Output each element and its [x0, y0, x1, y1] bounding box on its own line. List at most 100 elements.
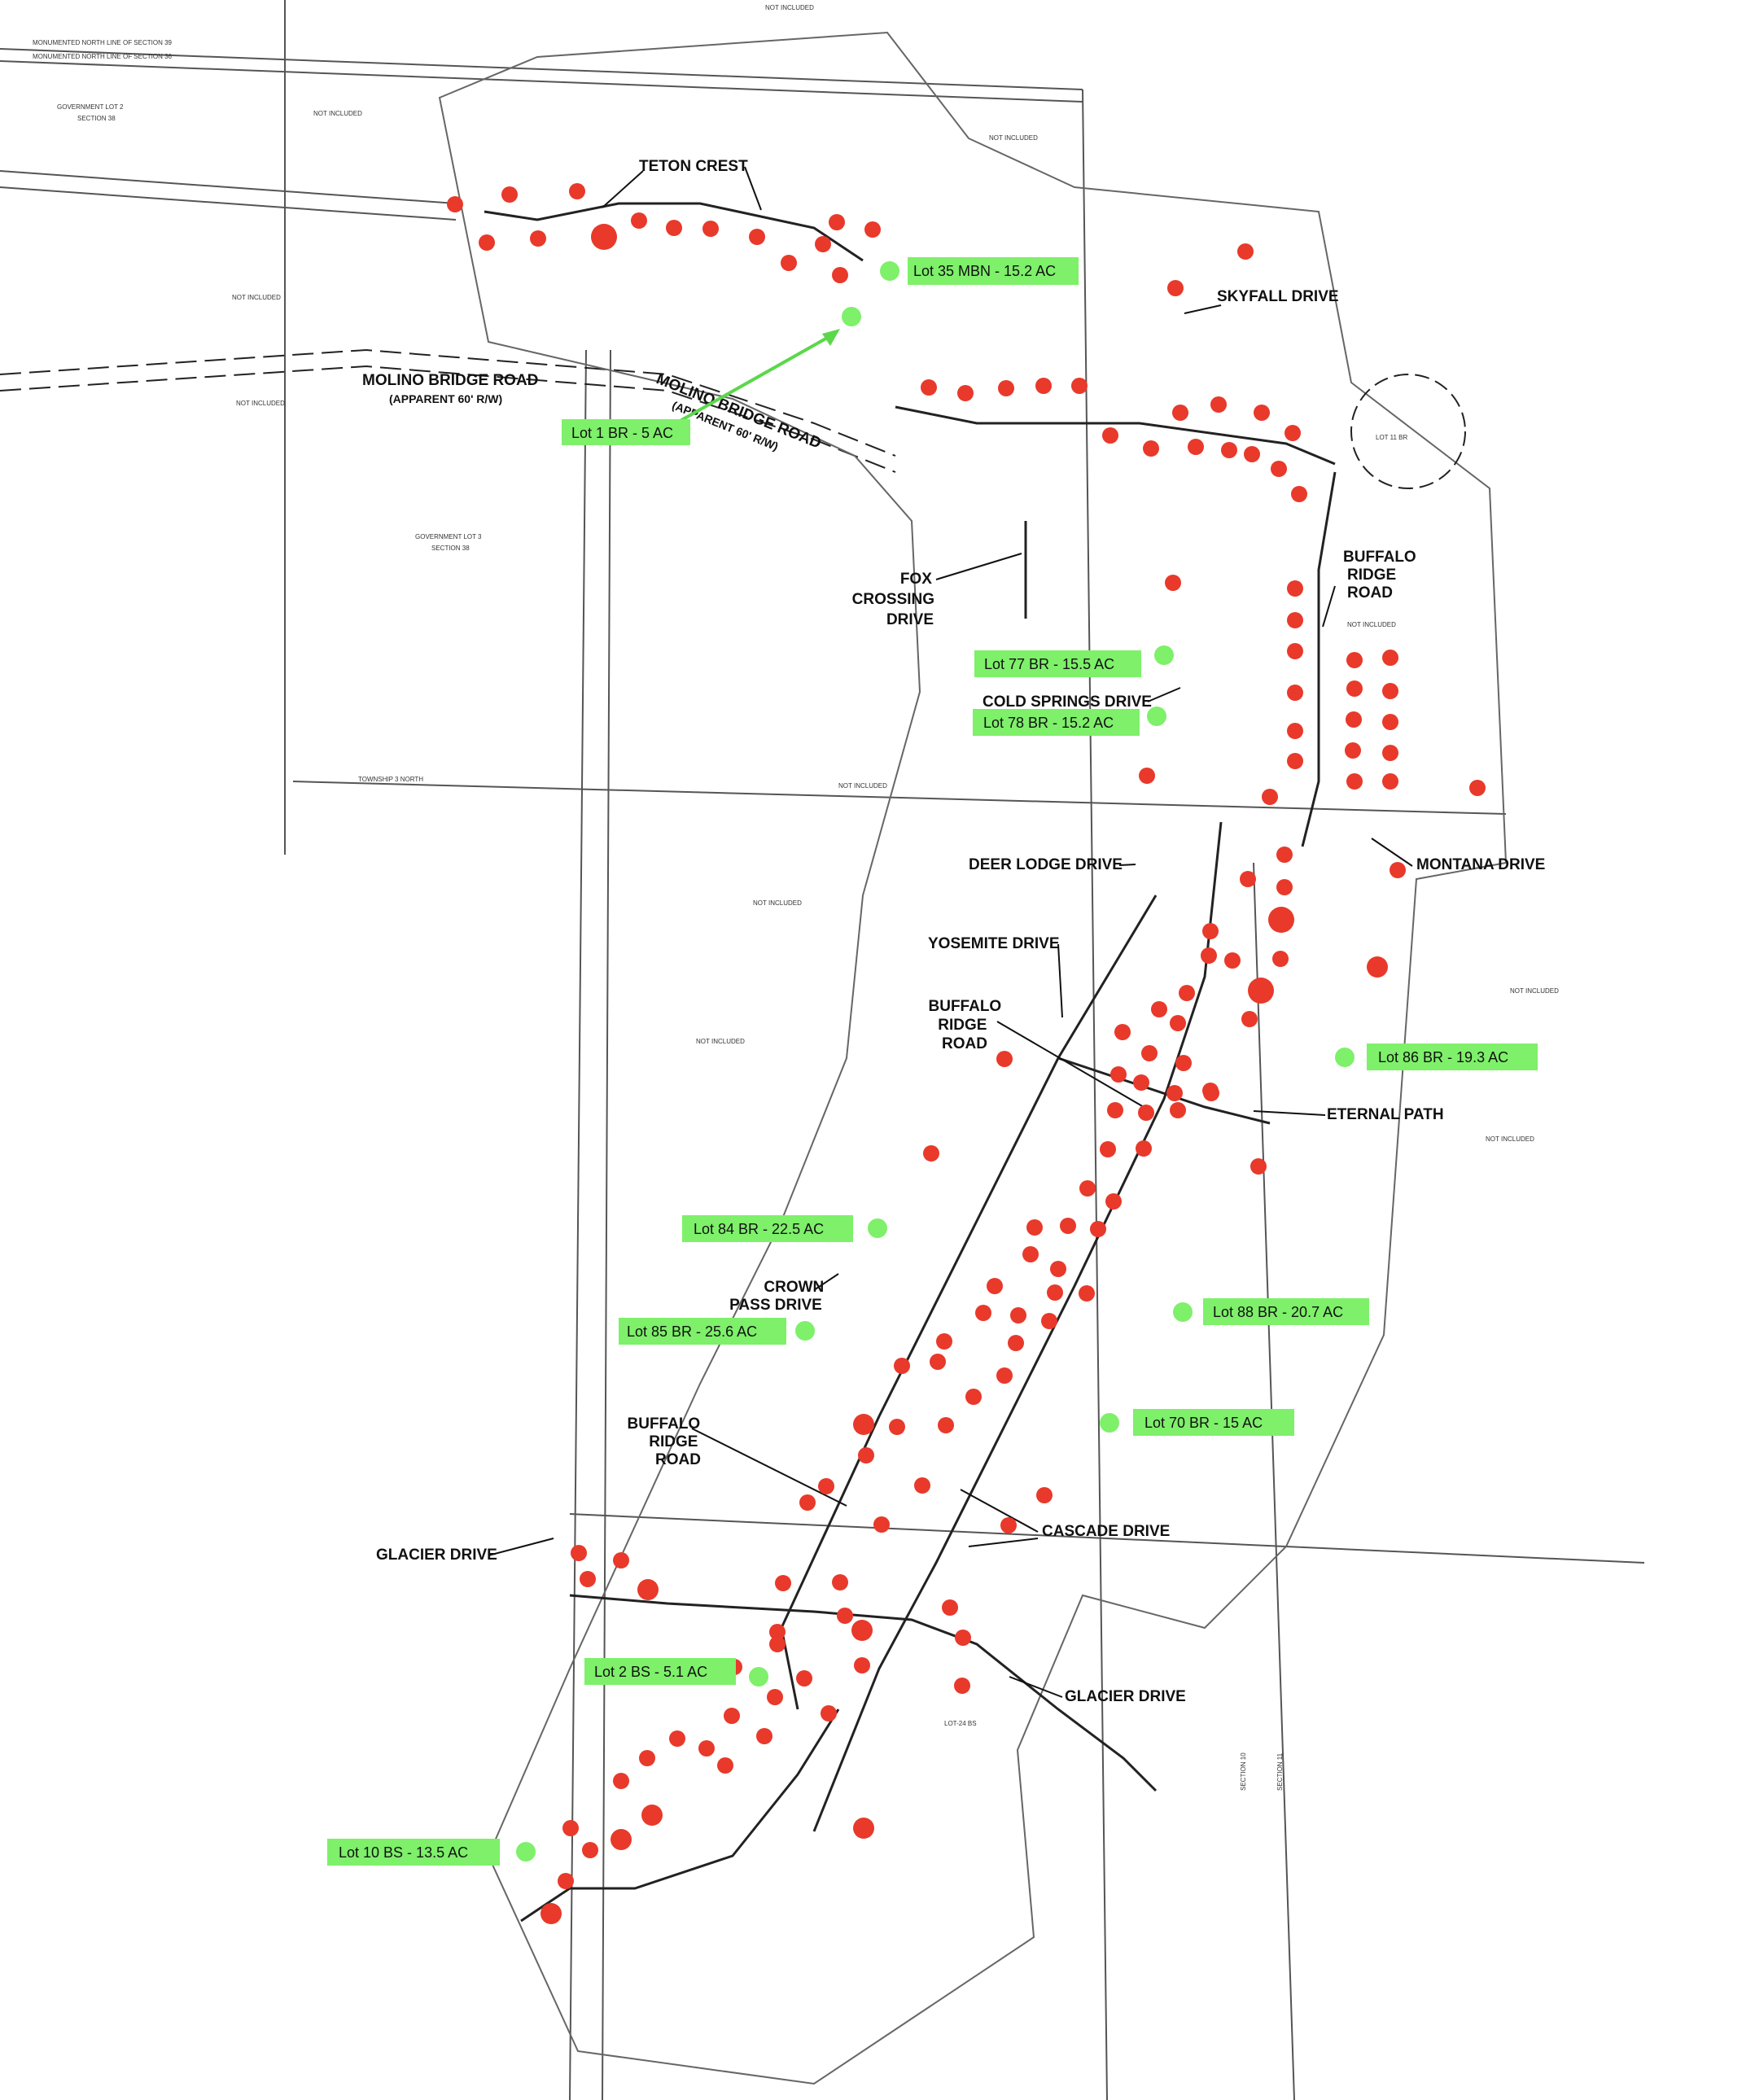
sold-lot-marker: [447, 196, 463, 212]
lot-1-br-marker[interactable]: Lot 1 BR - 5 AC: [562, 307, 861, 445]
sold-lot-marker: [1202, 923, 1219, 939]
road-label-buffalo-ridge-road-top: BUFFALO RIDGE ROAD: [1343, 549, 1420, 602]
government-lot-2-label: GOVERNMENT LOT 2: [57, 103, 124, 111]
lot-78-br-marker[interactable]: Lot 78 BR - 15.2 AC: [973, 707, 1166, 736]
road-label-cascade-drive: CASCADE DRIVE: [1042, 1523, 1170, 1540]
sold-lot-marker: [996, 1367, 1013, 1384]
monumented-north-36-label: MONUMENTED NORTH LINE OF SECTION 36: [33, 53, 173, 60]
lot-85-br-label: Lot 85 BR - 25.6 AC: [627, 1323, 757, 1340]
lot-84-br-label: Lot 84 BR - 22.5 AC: [694, 1221, 824, 1237]
lot-85-br-marker[interactable]: Lot 85 BR - 25.6 AC: [619, 1318, 815, 1345]
sold-lot-marker: [1079, 1180, 1096, 1197]
lot-84-br-tag: [682, 1215, 853, 1242]
sold-lot-marker: [569, 183, 585, 199]
lot-1-br-dot: [842, 307, 861, 326]
lot-77-br-marker[interactable]: Lot 77 BR - 15.5 AC: [974, 645, 1174, 677]
sold-lot-marker: [818, 1478, 834, 1494]
sold-lot-marker: [666, 220, 682, 236]
sold-lot-marker: [1287, 643, 1303, 659]
sold-lot-marker: [1390, 862, 1406, 878]
lot-77-br-label: Lot 77 BR - 15.5 AC: [984, 656, 1114, 672]
road-label-buffalo-ridge-road-low: BUFFALO RIDGE ROAD: [628, 1415, 705, 1468]
sold-lot-marker: [1170, 1015, 1186, 1031]
lot-70-br-tag: [1133, 1409, 1294, 1436]
sold-lot-marker: [1172, 405, 1188, 421]
lot-88-br-tag: [1203, 1298, 1369, 1325]
lot-10-bs-marker[interactable]: Lot 10 BS - 13.5 AC: [327, 1839, 536, 1866]
sold-lot-marker: [698, 1740, 715, 1757]
sold-lot-marker: [775, 1575, 791, 1591]
section-10-label: SECTION 10: [1240, 1752, 1247, 1791]
sold-lot-marker: [1136, 1140, 1152, 1157]
lot-88-br-marker[interactable]: Lot 88 BR - 20.7 AC: [1173, 1298, 1369, 1325]
lot-77-br-tag: [974, 650, 1141, 677]
sold-lot-marker: [1382, 773, 1398, 790]
lot-78-br-tag: [973, 709, 1140, 736]
road-label-yosemite-drive: YOSEMITE DRIVE: [928, 935, 1060, 952]
lot-24-bs-label: LOT-24 BS: [944, 1720, 977, 1727]
sold-lot-marker: [821, 1705, 837, 1722]
sold-lot-marker: [1287, 580, 1303, 597]
sold-lot-marker: [501, 186, 518, 203]
road-label-buffalo-ridge-road-mid: BUFFALO RIDGE ROAD: [929, 998, 1006, 1052]
road-label-molino-bridge-road-left: MOLINO BRIDGE ROAD (APPARENT 60' R/W): [362, 372, 543, 405]
lot-86-br-label: Lot 86 BR - 19.3 AC: [1378, 1049, 1508, 1065]
road-label-skyfall-drive: SKYFALL DRIVE: [1217, 288, 1339, 305]
sold-lot-marker: [781, 255, 797, 271]
sold-lot-marker: [1167, 280, 1184, 296]
sold-lot-marker: [1241, 1011, 1258, 1027]
lot-10-bs-dot: [516, 1842, 536, 1862]
not-included-d-label: NOT INCLUDED: [989, 134, 1038, 142]
lot-84-br-marker[interactable]: Lot 84 BR - 22.5 AC: [682, 1215, 887, 1242]
sold-lot-marker: [1224, 952, 1241, 969]
sold-lot-marker: [558, 1873, 574, 1889]
small-labels: NOT INCLUDED MONUMENTED NORTH LINE OF SE…: [33, 4, 1559, 1791]
sold-lot-marker: [1138, 1105, 1154, 1121]
sold-lot-marker: [1237, 243, 1254, 260]
lot-86-br-marker[interactable]: Lot 86 BR - 19.3 AC: [1335, 1043, 1538, 1070]
sold-lot-marker: [1090, 1221, 1106, 1237]
lot-1-br-pointer-arrowhead: [822, 329, 840, 346]
sold-lot-marker: [1000, 1517, 1017, 1533]
sold-lot-marker: [1139, 768, 1155, 784]
sold-lot-marker: [1346, 711, 1362, 728]
sold-lot-marker: [724, 1708, 740, 1724]
lot-70-br-dot: [1100, 1413, 1119, 1433]
lot-70-br-marker[interactable]: Lot 70 BR - 15 AC: [1100, 1409, 1294, 1436]
sold-lot-marker: [1165, 575, 1181, 591]
lot-84-br-dot: [868, 1218, 887, 1238]
sold-lot-marker: [1179, 985, 1195, 1001]
road-label-teton-crest: TETON CREST: [639, 158, 748, 175]
sold-lot-marker: [1022, 1246, 1039, 1262]
sold-lot-marker: [1188, 439, 1204, 455]
sold-lot-marker: [1141, 1045, 1158, 1061]
sold-lot-marker: [1268, 907, 1294, 933]
sold-lot-marker: [767, 1689, 783, 1705]
sold-lot-marker: [942, 1599, 958, 1616]
sold-lot-marker: [1346, 652, 1363, 668]
sold-lot-marker: [889, 1419, 905, 1435]
not-included-e-label: NOT INCLUDED: [1347, 621, 1396, 628]
sold-lot-marker: [923, 1145, 939, 1162]
sold-lot-markers: [447, 183, 1486, 1924]
lot-2-bs-marker[interactable]: Lot 2 BS - 5.1 AC: [584, 1658, 768, 1687]
sold-lot-marker: [562, 1820, 579, 1836]
section-11-label: SECTION 11: [1276, 1752, 1284, 1791]
sold-lot-marker: [1345, 742, 1361, 759]
not-included-f-label: NOT INCLUDED: [838, 782, 887, 790]
road-label-glacier-drive-right: GLACIER DRIVE: [1065, 1688, 1186, 1705]
road-label-fox-crossing-drive: FOX CROSSING DRIVE: [852, 571, 939, 628]
sold-lot-marker: [1276, 879, 1293, 895]
sold-lot-marker: [1287, 753, 1303, 769]
not-included-h-label: NOT INCLUDED: [696, 1038, 745, 1045]
lot-35-mbn-marker[interactable]: Lot 35 MBN - 15.2 AC: [880, 257, 1079, 285]
sold-lot-marker: [854, 1657, 870, 1673]
lot-2-bs-tag: [584, 1658, 736, 1685]
road-labels: TETON CREST SKYFALL DRIVE MOLINO BRIDGE …: [362, 158, 1545, 1705]
sold-lot-marker: [702, 221, 719, 237]
sold-lot-marker: [837, 1608, 853, 1624]
sold-lot-marker: [1201, 947, 1217, 964]
sold-lot-marker: [873, 1516, 890, 1533]
section-lines: [0, 0, 1645, 2100]
sold-lot-marker: [641, 1805, 663, 1826]
